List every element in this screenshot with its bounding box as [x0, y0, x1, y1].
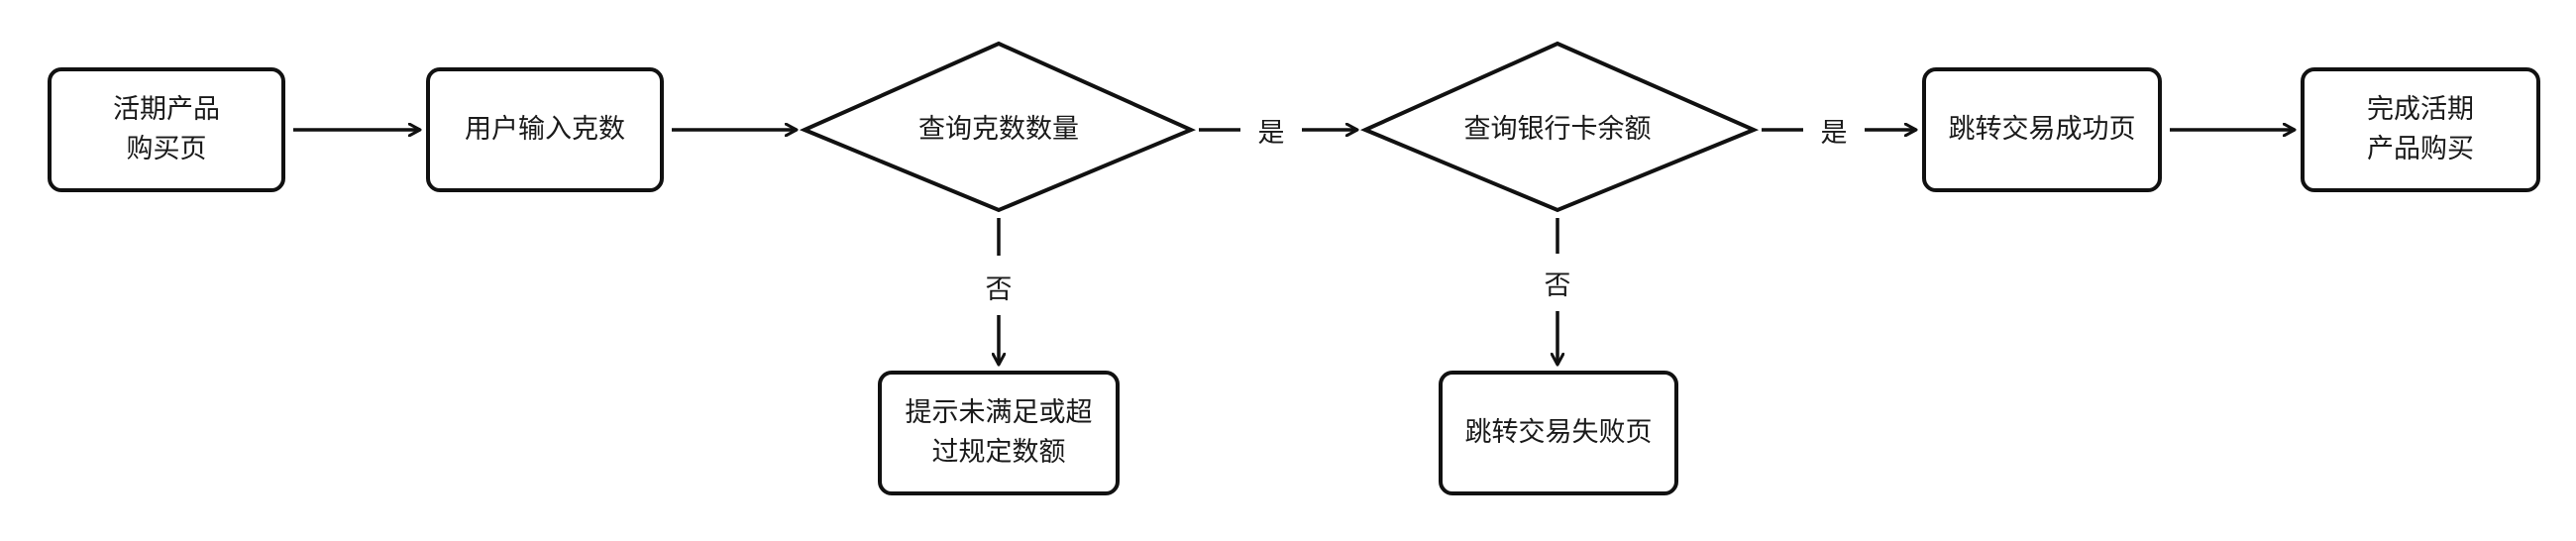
decision-check-grams-label: 查询克数数量 [918, 114, 1079, 145]
edge-yes-label: 是 [1807, 111, 1861, 149]
node-complete-label: 完成活期 产品购买 [2367, 94, 2474, 164]
node-fail-page-shape [1439, 371, 1678, 495]
node-success-page-shape [1922, 67, 2162, 192]
node-success-page-label: 跳转交易成功页 [1948, 114, 2136, 145]
edge-no-label: 否 [1530, 264, 1585, 301]
edge-yes-label: 是 [1244, 111, 1298, 149]
node-start-shape [48, 67, 285, 192]
node-input-label: 用户输入克数 [465, 114, 625, 145]
node-complete-shape [2301, 67, 2540, 192]
decision-check-grams-shape [799, 41, 1197, 213]
node-grams-fail-shape [878, 371, 1120, 495]
decision-check-balance-shape [1359, 41, 1760, 213]
edge-no-label: 否 [971, 268, 1026, 305]
node-input-shape [426, 67, 664, 192]
node-start-label: 活期产品 购买页 [113, 94, 220, 164]
node-fail-page-label: 跳转交易失败页 [1464, 417, 1653, 448]
decision-check-balance-label: 查询银行卡余额 [1463, 114, 1652, 145]
node-grams-fail-label: 提示未满足或超 过规定数额 [905, 397, 1093, 468]
